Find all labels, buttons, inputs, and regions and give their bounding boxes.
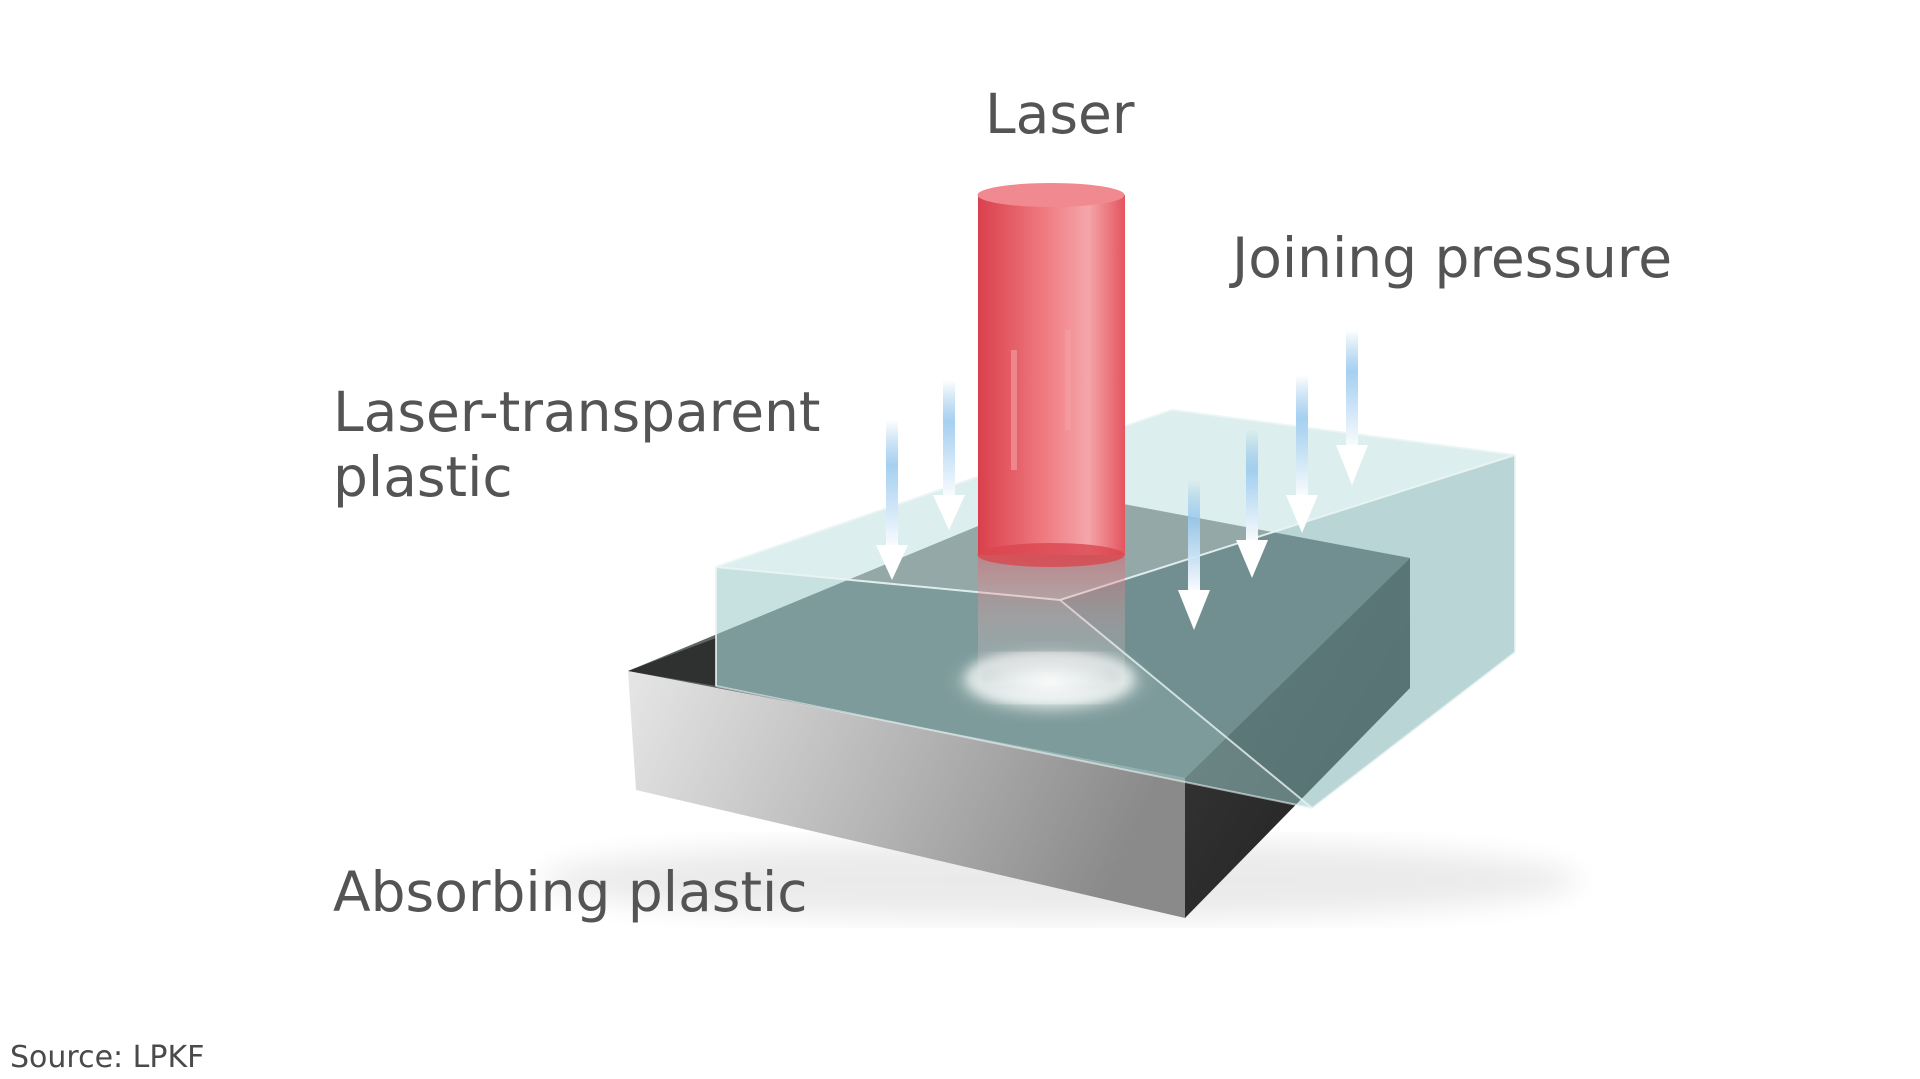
joining-pressure-arrows (876, 330, 1368, 630)
pressure-arrow (1178, 480, 1210, 630)
transparent-plastic-label-line2: plastic (333, 444, 513, 509)
laser-beam-top (977, 183, 1125, 207)
transparent-side-face (1060, 455, 1515, 808)
absorbing-back-edge (628, 638, 716, 686)
laser-beam-inside-plastic (978, 555, 1125, 685)
laser-label: Laser (985, 82, 1135, 146)
pressure-arrow (1236, 430, 1268, 578)
absorbing-front-face (628, 671, 1185, 918)
laser-beam-body (978, 195, 1125, 555)
pressure-arrow (876, 420, 908, 580)
transparent-plastic-label: Laser-transparent plastic (333, 380, 820, 510)
pressure-arrow (1286, 375, 1318, 533)
source-credit: Source: LPKF (10, 1040, 205, 1075)
transparent-plastic-label-line1: Laser-transparent (333, 380, 821, 444)
pressure-arrow (933, 380, 965, 530)
pressure-arrow (1336, 330, 1368, 485)
laser-beam (977, 183, 1125, 685)
joining-pressure-label: Joining pressure (1232, 226, 1673, 290)
absorbing-plastic-label: Absorbing plastic (333, 860, 808, 924)
